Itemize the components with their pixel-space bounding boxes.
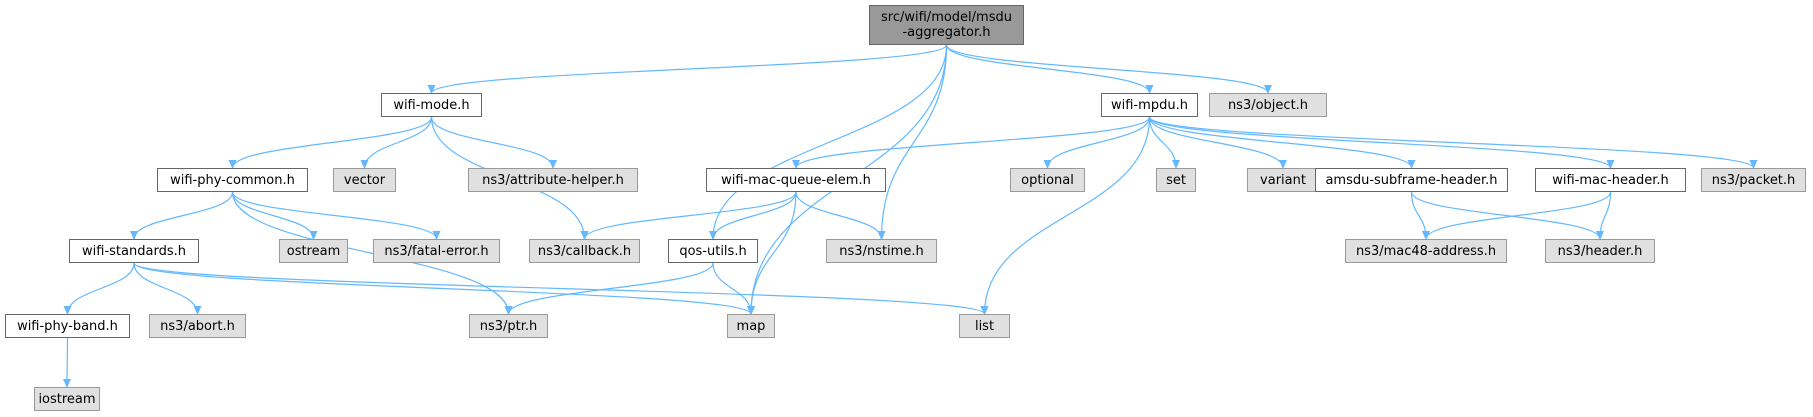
- edge-wifi_mpdu-to-list: [980, 116, 1151, 315]
- node-list: list: [959, 314, 1010, 338]
- edge-wifi_mpdu-to-wifi_mac_queue_elem: [792, 116, 1151, 169]
- edge-wifi_standards-to-abort: [133, 262, 202, 315]
- node-set: set: [1156, 168, 1196, 192]
- edge-wifi_mac_queue_elem-to-callback: [580, 191, 797, 240]
- edge-wifi_phy_common-to-ostream: [231, 191, 318, 240]
- edge-wifi_mode-to-attribute_helper: [430, 116, 557, 169]
- edge-root-to-nstime: [877, 44, 948, 240]
- node-ns3-object-h: ns3/object.h: [1209, 93, 1327, 117]
- node-ns3-abort-h: ns3/abort.h: [149, 314, 246, 338]
- node-map: map: [727, 314, 775, 338]
- node-ns3-packet-h: ns3/packet.h: [1701, 168, 1806, 192]
- node-wifi-phy-band-h[interactable]: wifi-phy-band.h: [5, 314, 130, 338]
- node-variant: variant: [1247, 168, 1319, 192]
- node-ns3-fatal-error-h: ns3/fatal-error.h: [373, 239, 500, 263]
- edge-wifi_phy_common-to-wifi_standards: [130, 191, 234, 240]
- edge-wifi_phy_common-to-fatal_error: [231, 191, 441, 240]
- edge-wifi_standards-to-map: [133, 262, 755, 315]
- node-qos-utils-h[interactable]: qos-utils.h: [668, 239, 758, 263]
- node-vector: vector: [333, 168, 396, 192]
- edge-wifi_standards-to-list: [133, 262, 989, 315]
- node-optional: optional: [1010, 168, 1085, 192]
- edge-wifi_mpdu-to-optional: [1043, 116, 1151, 169]
- edge-wifi_phy_common-to-ptr: [231, 191, 513, 315]
- edge-root-to-qos_utils: [709, 44, 948, 240]
- edge-wifi_mac_header-to-header: [1596, 191, 1612, 240]
- node-iostream: iostream: [34, 387, 100, 411]
- edge-wifi_mac_queue_elem-to-nstime: [795, 191, 886, 240]
- node-msdu-aggregator-h[interactable]: src/wifi/model/msdu -aggregator.h: [869, 5, 1024, 45]
- edge-root-to-wifi_mode: [427, 44, 948, 94]
- edge-wifi_phy_band-to-iostream: [63, 337, 72, 388]
- edge-amsdu_subframe_header-to-header: [1410, 191, 1604, 240]
- node-wifi-phy-common-h[interactable]: wifi-phy-common.h: [157, 168, 308, 192]
- edge-wifi_mode-to-wifi_phy_common: [228, 116, 433, 169]
- edge-wifi_mac_header-to-mac48_address: [1422, 191, 1612, 240]
- node-wifi-mac-header-h[interactable]: wifi-mac-header.h: [1535, 168, 1686, 192]
- edge-wifi_mpdu-to-amsdu_subframe_header: [1148, 116, 1416, 169]
- edge-wifi_mpdu-to-wifi_mac_header: [1148, 116, 1615, 169]
- node-wifi-mode-h[interactable]: wifi-mode.h: [381, 93, 482, 117]
- node-ns3-mac48-address-h: ns3/mac48-address.h: [1345, 239, 1507, 263]
- node-ns3-attribute-helper-h: ns3/attribute-helper.h: [468, 168, 638, 192]
- edge-qos_utils-to-ptr: [504, 262, 714, 315]
- edge-wifi_mpdu-to-packet: [1148, 116, 1758, 169]
- node-wifi-standards-h[interactable]: wifi-standards.h: [69, 239, 199, 263]
- edge-wifi_mpdu-to-set: [1148, 116, 1180, 169]
- edge-root-to-object: [945, 44, 1272, 94]
- edge-wifi_mac_queue_elem-to-qos_utils: [709, 191, 797, 240]
- edge-wifi_standards-to-wifi_phy_band: [63, 262, 135, 315]
- node-ns3-callback-h: ns3/callback.h: [529, 239, 640, 263]
- edge-wifi_mac_queue_elem-to-map: [747, 191, 797, 315]
- edge-layer: [63, 44, 1758, 388]
- node-ns3-header-h: ns3/header.h: [1545, 239, 1655, 263]
- edge-wifi_mpdu-to-variant: [1148, 116, 1287, 169]
- node-wifi-mpdu-h[interactable]: wifi-mpdu.h: [1101, 93, 1198, 117]
- edge-qos_utils-to-map: [712, 262, 755, 315]
- node-ns3-ptr-h: ns3/ptr.h: [469, 314, 548, 338]
- node-amsdu-subframe-header-h[interactable]: amsdu-subframe-header.h: [1315, 168, 1508, 192]
- node-ns3-nstime-h: ns3/nstime.h: [826, 239, 937, 263]
- node-wifi-mac-queue-elem-h[interactable]: wifi-mac-queue-elem.h: [706, 168, 886, 192]
- edge-wifi_mode-to-vector: [360, 116, 433, 169]
- node-ostream: ostream: [279, 239, 348, 263]
- edge-root-to-wifi_mpdu: [945, 44, 1154, 94]
